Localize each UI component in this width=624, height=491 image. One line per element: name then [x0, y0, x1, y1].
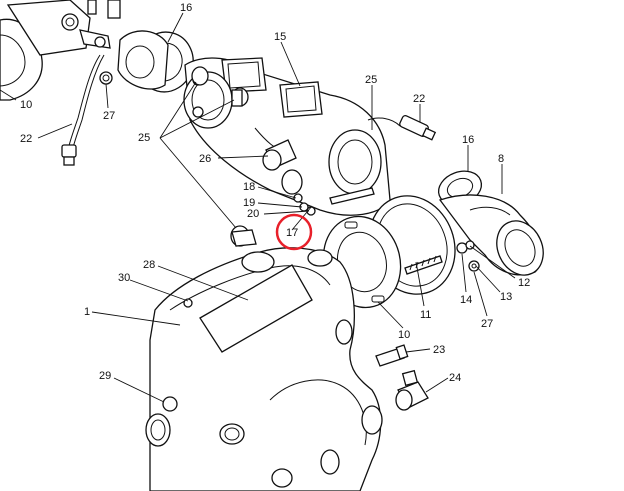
leader-lines	[0, 12, 516, 403]
callout-30: 30	[118, 272, 130, 284]
elbow-fasteners	[456, 240, 480, 272]
callout-29: 29	[99, 370, 111, 382]
short-pipe	[262, 139, 297, 171]
callout-20: 20	[247, 208, 259, 220]
left-bolt	[99, 71, 113, 85]
callout-27-right: 27	[481, 318, 493, 330]
callout-25-top: 25	[365, 74, 377, 86]
callout-16-right: 16	[462, 134, 474, 146]
callout-26: 26	[199, 153, 211, 165]
left-sensor-cable	[61, 54, 105, 166]
callout-10-left: 10	[20, 99, 32, 111]
callout-23: 23	[433, 344, 445, 356]
left-flange-assembly	[0, 0, 121, 101]
callout-27-left: 27	[103, 110, 115, 122]
callout-22-left: 22	[20, 133, 32, 145]
callout-16-top: 16	[180, 2, 192, 14]
callout-10-mid: 10	[398, 329, 410, 341]
lower-coupler	[230, 225, 257, 247]
callout-15: 15	[274, 31, 286, 43]
right-sensor	[367, 114, 437, 141]
main-housing	[145, 247, 383, 491]
callout-24: 24	[449, 372, 461, 384]
callout-11: 11	[420, 309, 431, 321]
upper-couplers	[191, 66, 249, 107]
elbow-outlet	[438, 194, 544, 276]
callouts: 16 15 10 27 22 25 22 25 26 16 8 18 19 20…	[20, 2, 530, 384]
callout-14: 14	[460, 294, 472, 306]
callout-8: 8	[498, 153, 504, 165]
highlight-circle	[275, 213, 313, 251]
elbow-fitting	[395, 369, 429, 411]
callout-13: 13	[500, 291, 512, 303]
stud-bolts	[293, 187, 375, 216]
callout-28: 28	[143, 259, 155, 271]
callout-18: 18	[243, 181, 255, 193]
callout-25-left: 25	[138, 132, 150, 144]
callout-12: 12	[518, 277, 530, 289]
callout-19: 19	[243, 197, 255, 209]
plug	[375, 344, 409, 367]
callout-22-right: 22	[413, 93, 425, 105]
callout-1: 1	[84, 306, 90, 318]
callout-17: 17	[286, 227, 298, 239]
